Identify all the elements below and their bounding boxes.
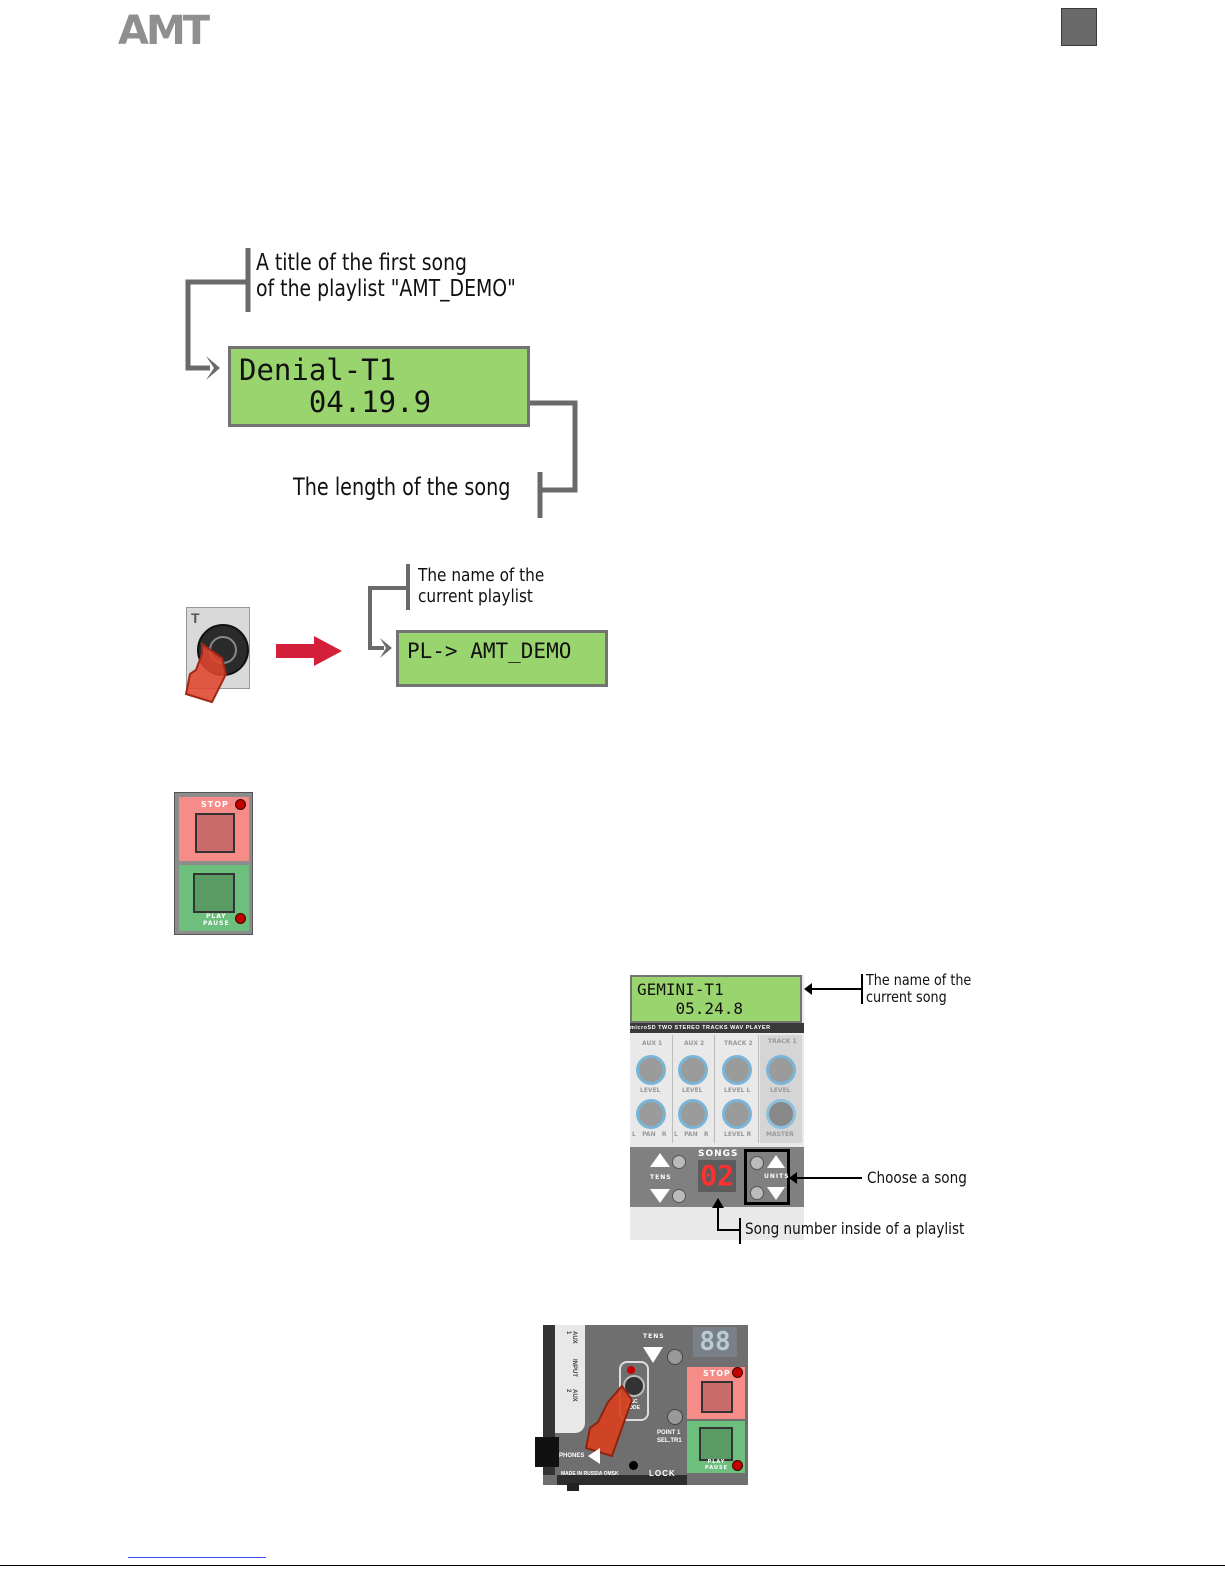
esc-mode-knob[interactable] xyxy=(623,1375,645,1397)
master-knob[interactable] xyxy=(766,1099,796,1129)
stop-led-photo xyxy=(732,1367,743,1378)
esc-mode-label: ESC MODE xyxy=(625,1399,640,1411)
track1-level-knob[interactable] xyxy=(766,1055,796,1085)
play-pause-label: PLAY PAUSE xyxy=(203,913,230,927)
track2-level-l-knob[interactable] xyxy=(722,1055,752,1085)
stop-button[interactable]: STOP xyxy=(179,797,249,861)
units-label: UNITS xyxy=(764,1173,790,1180)
lcd-song-display: Denial-T1 04.19.9 xyxy=(228,346,530,427)
callout-first-song-title: A title of the first song of the playlis… xyxy=(256,250,516,303)
point-button[interactable] xyxy=(667,1409,683,1425)
lcd-song-title: Denial-T1 xyxy=(239,353,397,387)
mixer-panel: GEMINI-T1 05.24.8 microSD TWO STEREO TRA… xyxy=(630,975,804,1240)
lock-label: LOCK xyxy=(649,1469,676,1478)
play-pause-button[interactable]: PLAY PAUSE xyxy=(179,865,249,931)
amt-logo: AMT xyxy=(118,8,210,54)
lcd-current-song: GEMINI-T1 05.24.8 xyxy=(630,975,802,1023)
tens-up-icon[interactable] xyxy=(650,1153,670,1167)
device-corner-photo: AUX 1 INPUT AUX 2 TENS 88 ESC MODE POINT… xyxy=(535,1325,748,1497)
segment-display-photo: 88 xyxy=(693,1327,737,1357)
player-strip: microSD TWO STEREO TRACKS WAV PLAYER xyxy=(630,1023,804,1033)
channel-aux2: AUX 2 LEVEL L PAN R xyxy=(674,1035,715,1143)
aux2-pan-knob[interactable] xyxy=(678,1099,708,1129)
channel-track1: TRACK 1 LEVEL MASTER xyxy=(760,1035,802,1143)
channel-track2: TRACK 2 LEVEL L LEVEL R xyxy=(716,1035,759,1143)
callout-playlist-name: The name of the current playlist xyxy=(418,565,545,607)
units-selector: UNITS xyxy=(744,1149,790,1205)
units-up-button[interactable] xyxy=(750,1156,764,1170)
lcd-current-song-length: 05.24.8 xyxy=(637,999,743,1018)
stop-play-panel: STOP PLAY PAUSE xyxy=(174,792,253,935)
aux2-level-knob[interactable] xyxy=(678,1055,708,1085)
panel-edge-mark: T xyxy=(191,610,200,626)
track2-level-r-knob[interactable] xyxy=(722,1099,752,1129)
stop-led xyxy=(235,799,246,810)
callout-song-number: Song number inside of a playlist xyxy=(745,1219,965,1238)
page-marker xyxy=(1061,8,1097,46)
tens-up-button[interactable] xyxy=(672,1155,686,1169)
callout-song-length: The length of the song xyxy=(293,473,511,501)
callout-current-song-name: The name of the current song xyxy=(866,971,972,1007)
aux1-level-knob[interactable] xyxy=(636,1055,666,1085)
lcd-playlist-display: PL-> AMT_DEMO xyxy=(396,630,608,687)
lcd-song-length: 04.19.9 xyxy=(239,385,432,419)
footer-rule xyxy=(0,1565,1225,1566)
song-number-display: 02 xyxy=(698,1160,736,1192)
hand-pointer-icon xyxy=(184,642,228,704)
units-down-icon[interactable] xyxy=(767,1187,785,1200)
phones-jack[interactable] xyxy=(535,1437,559,1467)
aux1-pan-knob[interactable] xyxy=(636,1099,666,1129)
tens-down-icon-photo[interactable] xyxy=(643,1347,663,1363)
point-label: POINT 1 SEL.TR1 xyxy=(657,1430,682,1444)
figure4-connectors xyxy=(712,974,863,1244)
tens-down-icon[interactable] xyxy=(650,1189,670,1203)
tens-label-photo: TENS xyxy=(643,1333,665,1340)
phones-arrow-icon xyxy=(588,1448,600,1464)
song-selector: TENS SONGS 02 UNITS xyxy=(630,1147,804,1207)
songs-label: SONGS xyxy=(698,1149,739,1159)
phones-label: PHONES xyxy=(559,1453,585,1459)
lcd-current-song-title: GEMINI-T1 xyxy=(637,980,724,999)
callout-choose-song: Choose a song xyxy=(867,1168,967,1187)
tens-label: TENS xyxy=(650,1174,672,1181)
stop-label: STOP xyxy=(201,800,229,809)
units-up-icon[interactable] xyxy=(767,1155,785,1168)
tens-button-photo[interactable] xyxy=(667,1349,683,1365)
play-led-photo xyxy=(732,1460,743,1471)
arrow-right-icon xyxy=(276,636,342,666)
units-down-button[interactable] xyxy=(750,1186,764,1200)
play-led xyxy=(235,913,246,924)
figure2-connectors xyxy=(368,564,410,658)
channel-aux1: AUX 1 LEVEL L PAN R xyxy=(632,1035,673,1143)
made-in-label: MADE IN RUSSIA OMSK xyxy=(561,1471,619,1477)
hand-pointer-icon-photo xyxy=(584,1384,634,1458)
footer-link-underline[interactable] xyxy=(128,1557,266,1558)
input-strip: AUX 1 INPUT AUX 2 xyxy=(555,1325,585,1433)
tens-down-button[interactable] xyxy=(672,1189,686,1203)
